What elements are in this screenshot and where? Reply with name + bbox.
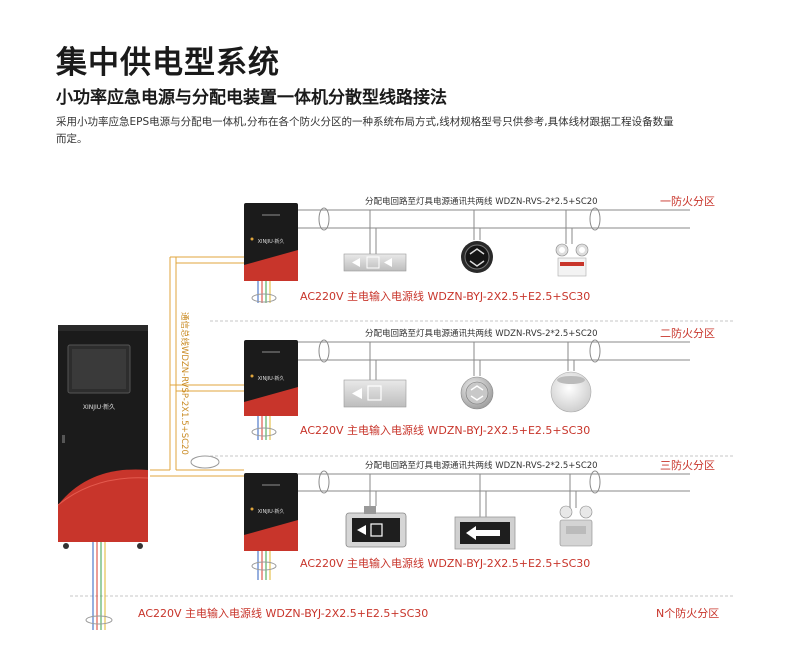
ceiling-dome-light (550, 371, 592, 413)
explosion-proof-emergency-light (559, 505, 593, 547)
zone-name: 三防火分区 (660, 458, 715, 472)
circuit-wire-label: 分配电回路至灯具电源通讯共两线 WDZN-RVS-2*2.5+SC20 (365, 196, 598, 207)
output-wires (298, 207, 690, 254)
main-input-wires (251, 281, 277, 303)
explosion-proof-exit-sign (345, 506, 407, 548)
circuit-wire-label: 分配电回路至灯具电源通讯共两线 WDZN-RVS-2*2.5+SC20 (365, 460, 598, 471)
exit-sign-lamp (343, 379, 407, 408)
cabinet-input-wires (85, 542, 113, 630)
main-input-label: AC220V 主电输入电源线 WDZN-BYJ-2X2.5+E2.5+SC30 (300, 556, 590, 570)
page-description: 采用小功率应急EPS电源与分配电一体机,分布在各个防火分区的一种系统布局方式,线… (56, 116, 674, 145)
zone-3: XINJIU·新久 分配电回路至灯具电源通讯共两线 WDZN-RVS-2*2.5… (244, 458, 715, 580)
page-subtitle: 小功率应急电源与分配电装置一体机分散型线路接法 (56, 88, 447, 108)
direction-arrow-sign (454, 516, 516, 550)
exit-sign-lamp (343, 253, 407, 272)
main-input-label: AC220V 主电输入电源线 WDZN-BYJ-2X2.5+E2.5+SC30 (300, 423, 590, 437)
bottom-main-input-label: AC220V 主电输入电源线 WDZN-BYJ-2X2.5+E2.5+SC30 (138, 606, 428, 620)
distribution-unit: XINJIU·新久 (244, 340, 298, 416)
unit-brand-logo: XINJIU·新久 (258, 238, 285, 245)
main-input-wires (251, 551, 277, 580)
main-input-label: AC220V 主电输入电源线 WDZN-BYJ-2X2.5+E2.5+SC30 (300, 289, 590, 303)
output-wires (298, 339, 690, 380)
circuit-wire-label: 分配电回路至灯具电源通讯共两线 WDZN-RVS-2*2.5+SC20 (365, 328, 598, 339)
round-indicator-lamp (460, 376, 494, 410)
zone-2: XINJIU·新久 分配电回路至灯具电源通讯共两线 WDZN-RVS-2*2.5… (244, 326, 715, 440)
distribution-unit: XINJIU·新久 (244, 473, 298, 551)
main-eps-cabinet: XINJIU·新久 (57, 325, 149, 549)
zone-1: XINJIU·新久 分配电回路至灯具电源通讯共两线 WDZN-RVS-2*2.5… (244, 194, 715, 303)
zone-name: 二防火分区 (660, 326, 715, 340)
round-indicator-lamp (461, 241, 493, 273)
bottom-zone-name: N个防火分区 (656, 606, 719, 620)
bus-label: 通信总线WDZN-RVSP-2X1.5+SC20 (179, 312, 190, 455)
output-wires (298, 470, 690, 517)
zone-name: 一防火分区 (660, 194, 715, 208)
unit-brand-logo: XINJIU·新久 (258, 375, 285, 382)
unit-brand-logo: XINJIU·新久 (258, 508, 285, 515)
twin-head-emergency-light (555, 243, 589, 277)
page-title: 集中供电型系统 (56, 45, 280, 81)
distribution-unit: XINJIU·新久 (244, 203, 298, 281)
communication-bus (150, 256, 244, 477)
cabinet-brand-logo: XINJIU·新久 (83, 403, 115, 411)
main-input-wires (251, 416, 277, 440)
